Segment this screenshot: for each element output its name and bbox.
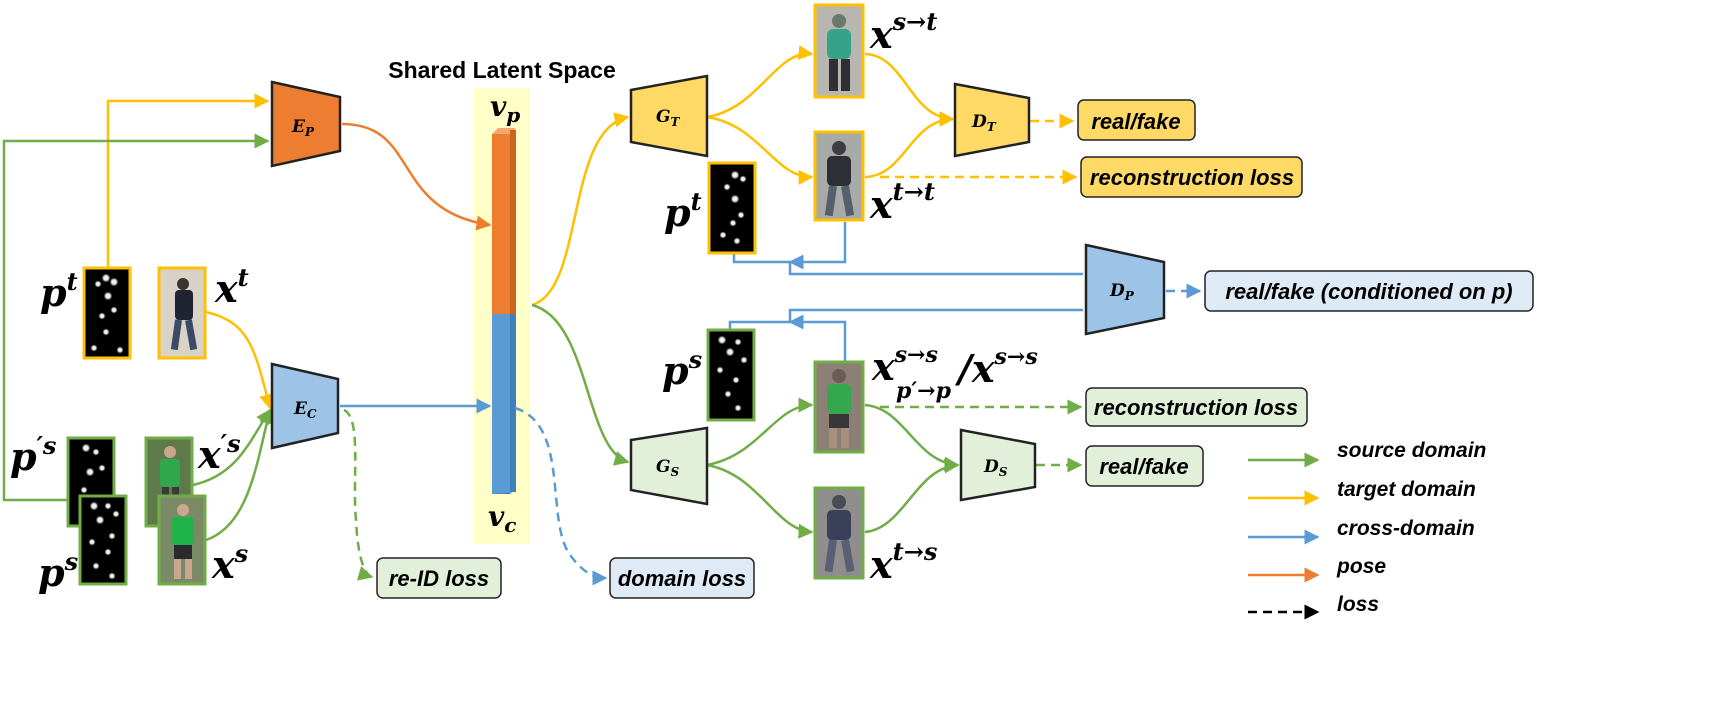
legend-item-cross: cross-domain bbox=[1248, 517, 1475, 545]
generator-target-label: GT bbox=[656, 107, 681, 129]
loss-box-recon-source: reconstruction loss bbox=[1085, 387, 1308, 427]
generator-target bbox=[629, 74, 709, 158]
svg-text:cross-domain: cross-domain bbox=[1337, 517, 1475, 540]
label-x-s2t: xs→t bbox=[869, 7, 937, 57]
loss-box-domain: domain loss bbox=[609, 557, 755, 599]
label-x-s2s-sub: p′→p bbox=[896, 378, 952, 404]
pose-map-pt-right bbox=[707, 161, 757, 255]
legend-item-loss: loss bbox=[1248, 593, 1379, 620]
label-xs: xs bbox=[211, 539, 249, 587]
latent-vector-content-side bbox=[510, 314, 516, 492]
label-pt: pt bbox=[40, 267, 78, 315]
svg-text:real/fake: real/fake bbox=[1091, 109, 1180, 134]
arrow-xs-to-ec bbox=[205, 408, 274, 542]
arrow-xt2s-to-ds bbox=[864, 458, 960, 534]
latent-vp-label: vp bbox=[490, 90, 520, 127]
arrow-pt-xt2t-to-dp bbox=[732, 222, 1083, 274]
label-xps: x′s bbox=[197, 429, 241, 477]
discriminator-source bbox=[959, 428, 1037, 502]
arrow-gs-to-xs2s bbox=[706, 397, 814, 467]
arrow-latent-to-gs bbox=[531, 303, 630, 466]
discriminator-source-label: DS bbox=[983, 457, 1008, 479]
loss-box-realfake-target: real/fake bbox=[1077, 99, 1196, 141]
arrow-ec-to-reid bbox=[343, 408, 374, 581]
arrow-xt-to-ec bbox=[205, 310, 274, 410]
svg-text:target domain: target domain bbox=[1337, 478, 1476, 501]
svg-text:reconstruction loss: reconstruction loss bbox=[1094, 395, 1298, 420]
person-image-xt bbox=[157, 266, 207, 360]
encoder-pose-label: EP bbox=[291, 117, 315, 139]
label-x-t2s: xt→s bbox=[869, 537, 938, 587]
loss-box-realfake-source: real/fake bbox=[1085, 445, 1204, 487]
svg-text:reconstruction loss: reconstruction loss bbox=[1090, 165, 1294, 190]
svg-text:source domain: source domain bbox=[1337, 439, 1486, 462]
label-x-s2s: xs→s bbox=[871, 342, 938, 389]
arrow-ps-to-ep bbox=[2, 133, 270, 502]
label-pt-right: pt bbox=[664, 187, 702, 235]
pose-map-pt bbox=[82, 266, 132, 360]
latent-vector-content-bottom bbox=[492, 490, 516, 494]
loss-box-realfake-pose: real/fake (conditioned on p) bbox=[1204, 270, 1534, 312]
legend-item-source: source domain bbox=[1248, 439, 1486, 468]
label-ps: ps bbox=[38, 547, 79, 595]
label-ps-right: ps bbox=[662, 345, 703, 393]
arrow-pt-to-ep bbox=[106, 93, 270, 268]
person-image-xs2s bbox=[813, 360, 865, 454]
label-x-t2t: xt→t bbox=[869, 177, 935, 227]
legend-item-target: target domain bbox=[1248, 478, 1476, 506]
arrow-gs-to-xt2s bbox=[706, 463, 814, 539]
person-image-xs bbox=[157, 494, 207, 586]
pose-map-ps-right bbox=[706, 328, 756, 422]
arrow-xs2t-to-dt bbox=[864, 52, 955, 127]
arrow-ps-xs2s-to-dp bbox=[728, 310, 1083, 362]
arrow-latent-to-domain bbox=[514, 406, 608, 586]
latent-vector-content bbox=[492, 314, 510, 494]
generator-source bbox=[629, 426, 709, 506]
svg-text:real/fake (conditioned on p): real/fake (conditioned on p) bbox=[1225, 279, 1512, 304]
discriminator-target bbox=[953, 82, 1031, 158]
discriminator-pose bbox=[1084, 243, 1166, 336]
latent-vc-label: vc bbox=[488, 500, 516, 537]
encoder-pose bbox=[270, 80, 342, 168]
discriminator-target-label: DT bbox=[971, 112, 997, 134]
loss-box-recon-target: reconstruction loss bbox=[1080, 156, 1303, 198]
label-pps: p′s bbox=[10, 431, 57, 479]
svg-text:domain loss: domain loss bbox=[618, 566, 746, 591]
person-image-xt2s bbox=[813, 486, 865, 580]
person-image-xt2t bbox=[813, 130, 865, 222]
encoder-content-label: EC bbox=[293, 399, 317, 421]
latent-vector-pose-side bbox=[510, 130, 516, 314]
svg-text:re-ID loss: re-ID loss bbox=[389, 566, 489, 591]
latent-space-title: Shared Latent Space bbox=[388, 57, 616, 83]
legend-item-pose: pose bbox=[1248, 555, 1386, 583]
label-x-s2s-alt: /xs→s bbox=[954, 344, 1038, 391]
person-image-xs2t bbox=[813, 3, 865, 99]
legend: source domain target domain cross-domain… bbox=[1248, 439, 1486, 620]
latent-vector-pose bbox=[492, 134, 510, 314]
pose-map-ps bbox=[78, 494, 128, 586]
arrow-ep-to-latent bbox=[341, 122, 492, 231]
svg-text:real/fake: real/fake bbox=[1099, 454, 1188, 479]
arrow-xs2s-to-ds bbox=[864, 403, 960, 472]
arrow-gt-to-xt2t bbox=[706, 115, 814, 185]
label-xt: xt bbox=[214, 263, 249, 311]
encoder-content bbox=[270, 362, 340, 450]
arrow-xt2t-to-dt bbox=[864, 111, 955, 179]
svg-text:loss: loss bbox=[1337, 593, 1379, 616]
loss-box-reid: re-ID loss bbox=[376, 557, 502, 599]
discriminator-pose-label: DP bbox=[1109, 281, 1135, 303]
svg-text:pose: pose bbox=[1336, 555, 1386, 578]
generator-source-label: GS bbox=[656, 457, 680, 479]
arrow-latent-to-gt bbox=[531, 112, 630, 307]
arrow-gt-to-xs2t bbox=[706, 45, 814, 119]
